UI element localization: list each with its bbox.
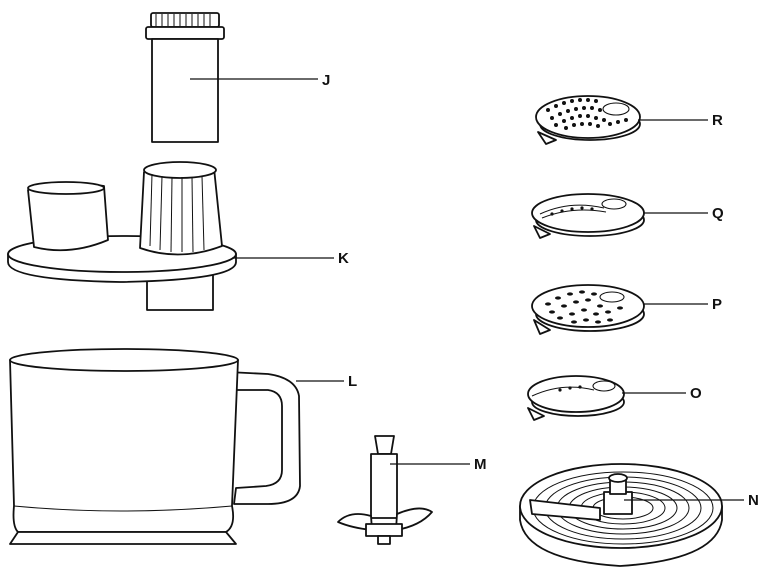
part-m-blade [338, 436, 432, 544]
label-r: R [712, 113, 723, 128]
part-k-lid [8, 162, 236, 310]
label-k: K [338, 251, 349, 266]
label-p: P [712, 297, 722, 312]
part-l-bowl [10, 349, 300, 544]
label-j: J [322, 73, 330, 88]
part-r-disc [536, 96, 640, 144]
part-o-disc [528, 376, 624, 420]
part-j-food-pusher [146, 13, 224, 142]
label-o: O [690, 386, 702, 401]
part-q-disc [532, 194, 644, 238]
part-n-disc-holder [520, 464, 722, 566]
label-n: N [748, 493, 759, 508]
part-p-disc [532, 285, 644, 334]
label-m: M [474, 457, 487, 472]
label-l: L [348, 374, 357, 389]
label-q: Q [712, 206, 724, 221]
